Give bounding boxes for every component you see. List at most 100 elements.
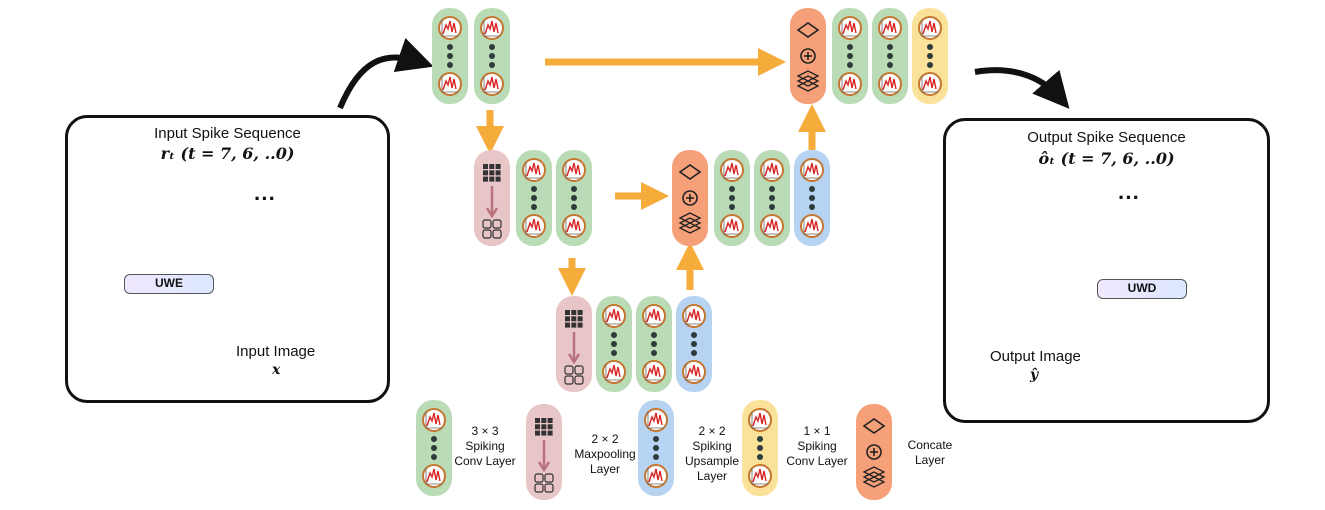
neuron-icon [642, 304, 666, 328]
legend-conv1: 1 × 1 Spiking Conv Layer [782, 424, 852, 469]
output-panel: Output Spike Sequence ôₜ (t = 7, 6, ..0) [943, 118, 1270, 423]
neuron-icon [838, 72, 862, 96]
neuron-icon [748, 408, 772, 432]
dot [691, 350, 697, 356]
conv3-block [432, 8, 468, 104]
legend-concat-line1: Concate [907, 438, 953, 452]
output-image-label: Output Image [990, 348, 1081, 365]
neuron-icon [760, 214, 784, 238]
dot [729, 204, 735, 210]
dot [489, 53, 495, 59]
dot [691, 332, 697, 338]
output-panel-math: ôₜ (t = 7, 6, ..0) [1038, 149, 1175, 168]
output-ellipsis: ··· [1118, 185, 1140, 210]
dot [847, 53, 853, 59]
legend-upsample-line3: Upsample [684, 454, 740, 468]
neuron-icon [422, 408, 446, 432]
legend-conv3-line3: Conv Layer [454, 454, 516, 468]
dot [769, 186, 775, 192]
neuron-icon [422, 464, 446, 488]
conv1-block [912, 8, 948, 104]
conv3-block [516, 150, 552, 246]
neuron-icon [800, 158, 824, 182]
uwe-encoder: UWE [124, 274, 214, 294]
legend-conv3-line1: 3 × 3 [471, 424, 499, 438]
legend-pool-line1: 2 × 2 [591, 432, 619, 446]
neuron-icon [800, 214, 824, 238]
uwd-decoder: UWD [1097, 279, 1187, 299]
conv3-block [714, 150, 750, 246]
neuron-icon [602, 304, 626, 328]
dot [431, 445, 437, 451]
dot [729, 195, 735, 201]
neuron-icon [602, 360, 626, 384]
input-ellipsis: ··· [254, 186, 276, 211]
dot [927, 62, 933, 68]
dot [611, 350, 617, 356]
dot [611, 332, 617, 338]
input-to-network-arrow [337, 37, 434, 110]
dot [653, 436, 659, 442]
concat-block [672, 150, 708, 246]
neuron-icon [644, 464, 668, 488]
legend-conv3-line2: Spiking [465, 439, 505, 453]
dot [927, 44, 933, 50]
neuron-icon [918, 72, 942, 96]
dot [651, 332, 657, 338]
legend-conv1-line2: Spiking [797, 439, 837, 453]
legend-conv1-line1: 1 × 1 [803, 424, 831, 438]
dot [809, 204, 815, 210]
dot [809, 195, 815, 201]
neuron-icon [644, 408, 668, 432]
neuron-icon [838, 16, 862, 40]
dot [847, 62, 853, 68]
conv3-block [556, 150, 592, 246]
dot [653, 445, 659, 451]
dot [651, 341, 657, 347]
conv3-block [474, 8, 510, 104]
maxpool-block [474, 150, 510, 246]
conv3-block [754, 150, 790, 246]
dot [887, 44, 893, 50]
dot [531, 195, 537, 201]
dot [431, 436, 437, 442]
neuron-icon [720, 158, 744, 182]
conv3-block [832, 8, 868, 104]
dot [571, 195, 577, 201]
input-panel: Input Spike Sequence rₜ (t = 7, 6, ..0) [65, 115, 390, 403]
dot [651, 350, 657, 356]
output-panel-title: Output Spike Sequence [1027, 129, 1186, 146]
neuron-icon [480, 72, 504, 96]
output-image-math: ŷ [1030, 367, 1039, 383]
neuron-icon [720, 214, 744, 238]
input-image-label: Input Image [236, 343, 316, 360]
dot [447, 53, 453, 59]
conv3-block [636, 296, 672, 392]
legend-upsample-line1: 2 × 2 [698, 424, 726, 438]
flow-arrows [476, 48, 826, 296]
dot [809, 186, 815, 192]
dot [653, 454, 659, 460]
legend-concat: Concate Layer [900, 438, 960, 468]
neuron-icon [522, 158, 546, 182]
legend-concat-line2: Layer [914, 453, 946, 467]
dot [927, 53, 933, 59]
neuron-icon [522, 214, 546, 238]
network-to-output-arrow [974, 67, 1070, 109]
dot [489, 62, 495, 68]
input-panel-math: rₜ (t = 7, 6, ..0) [160, 144, 295, 163]
legend-upsample: 2 × 2 Spiking Upsample Layer [680, 424, 744, 484]
input-panel-title: Input Spike Sequence [154, 125, 301, 142]
concat-block [856, 404, 892, 500]
concat-block [790, 8, 826, 104]
neuron-icon [748, 464, 772, 488]
legend-upsample-line2: Spiking [692, 439, 732, 453]
dot [431, 454, 437, 460]
dot [571, 186, 577, 192]
dot [447, 44, 453, 50]
neuron-icon [878, 72, 902, 96]
legend-upsample-icon [638, 400, 674, 496]
maxpool-block [526, 404, 562, 500]
dot [447, 62, 453, 68]
dot [887, 62, 893, 68]
